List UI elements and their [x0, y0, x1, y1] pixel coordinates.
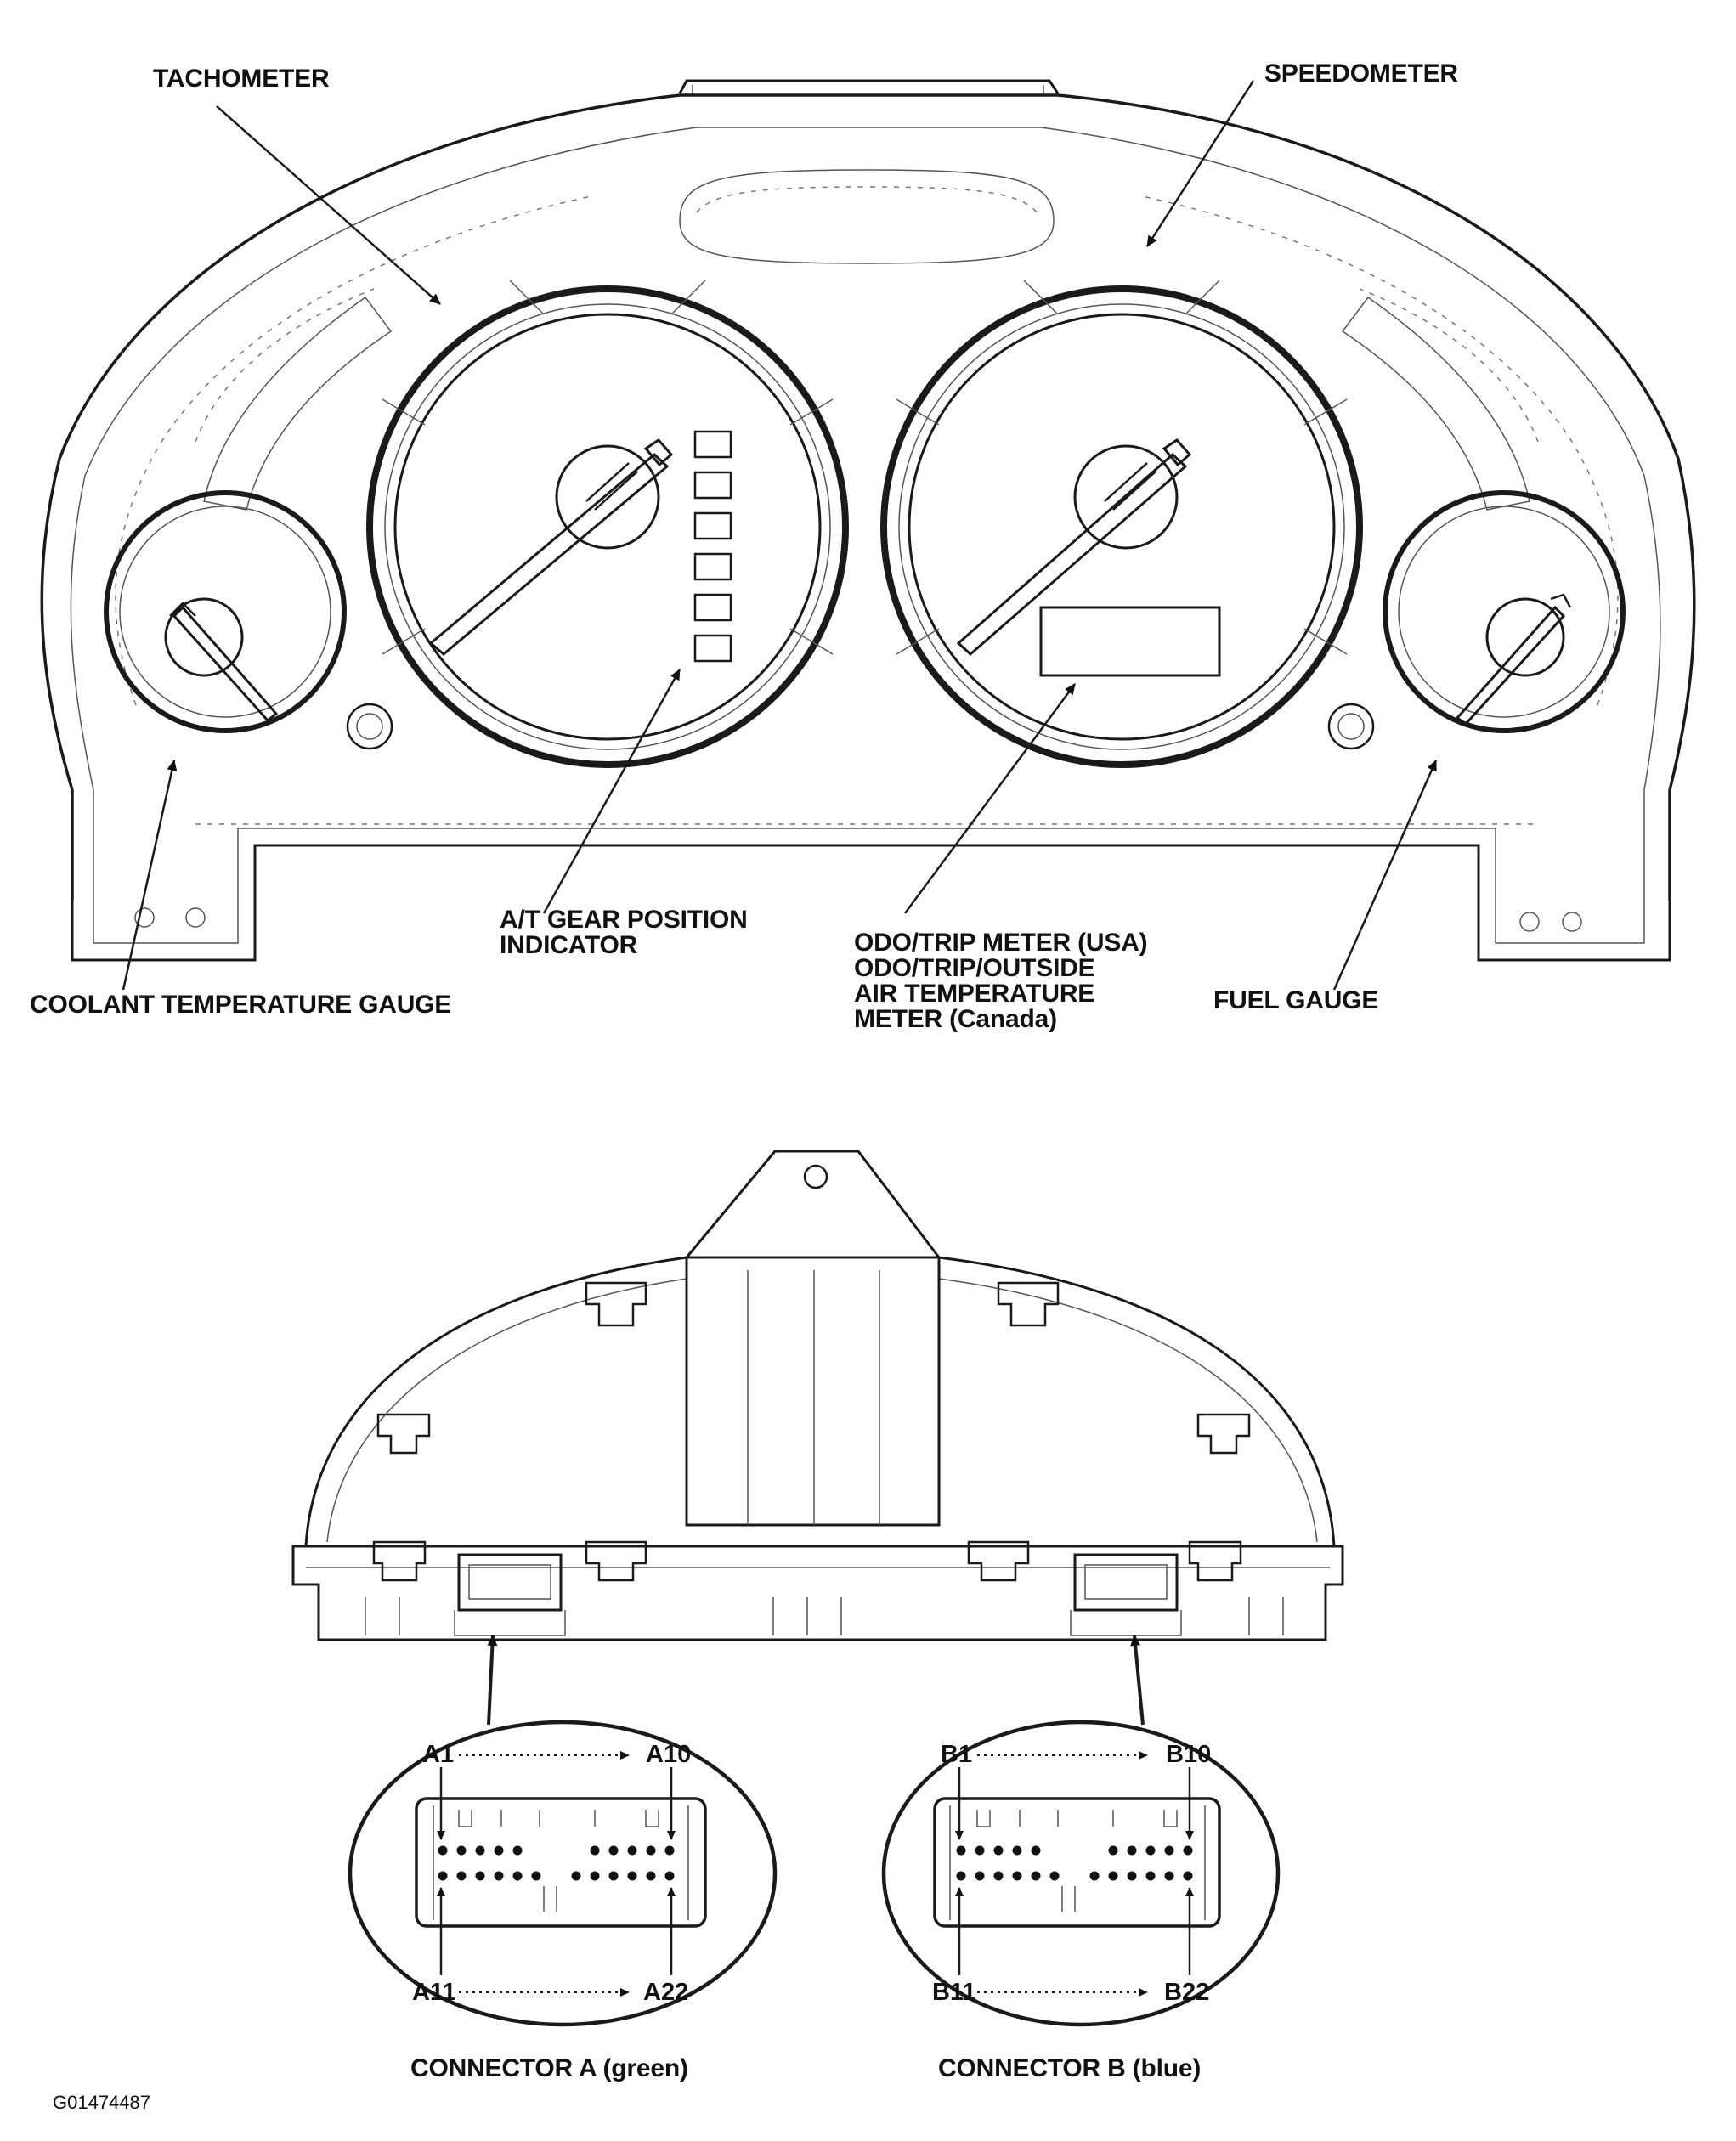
connector-b-pin-top-left: B1	[941, 1741, 973, 1768]
tachometer-label: TACHOMETER	[153, 65, 330, 93]
gear-indicator-line-2: INDICATOR	[500, 931, 638, 959]
odo-meter-line-2: ODO/TRIP/OUTSIDE	[854, 954, 1095, 982]
odo-meter-label: ODO/TRIP METER (USA) ODO/TRIP/OUTSIDE AI…	[854, 929, 1148, 1033]
cluster-front-view	[40, 79, 1696, 962]
connector-b-label: CONNECTOR B (blue)	[938, 2054, 1202, 2082]
connector-a-pin-top-right: A10	[646, 1741, 692, 1768]
connector-b-pin-bottom-right: B22	[1164, 1979, 1210, 2006]
gear-indicator-line-1: A/T GEAR POSITION	[500, 906, 748, 934]
coolant-gauge-label: COOLANT TEMPERATURE GAUGE	[30, 991, 452, 1019]
fuel-gauge-label: FUEL GAUGE	[1213, 986, 1379, 1014]
gear-indicator-label: A/T GEAR POSITION INDICATOR	[500, 907, 748, 958]
connector-b-socket	[1073, 1553, 1179, 1612]
speedometer-gauge	[880, 280, 1363, 768]
odo-meter-line-4: METER (Canada)	[854, 1005, 1057, 1033]
cluster-rear-view	[291, 1150, 1344, 1726]
odo-meter-line-1: ODO/TRIP METER (USA)	[854, 929, 1148, 957]
connector-b-closeup	[881, 1720, 1281, 2027]
fuel-gauge	[1383, 490, 1626, 733]
coolant-temperature-gauge	[104, 490, 347, 733]
odo-display-window	[1039, 606, 1221, 677]
odo-meter-line-3: AIR TEMPERATURE	[854, 980, 1095, 1008]
connector-a-pins	[438, 1845, 675, 1881]
gear-position-boxes	[693, 430, 732, 663]
connector-a-label: CONNECTOR A (green)	[410, 2054, 688, 2082]
tachometer-gauge	[366, 280, 849, 768]
callout-leader-lines	[122, 80, 1438, 991]
speedometer-label: SPEEDOMETER	[1264, 59, 1458, 88]
connector-b-pins	[956, 1845, 1193, 1881]
connector-a-pin-bottom-left: A11	[412, 1979, 456, 2006]
connector-a-pin-bottom-right: A22	[643, 1979, 689, 2006]
connector-a-closeup	[348, 1720, 778, 2027]
connector-b-pin-bottom-left: B11	[932, 1979, 976, 2006]
figure-id: G01474487	[53, 2092, 150, 2113]
connector-a-pin-top-left: A1	[422, 1741, 455, 1768]
connector-a-socket	[457, 1553, 563, 1612]
connector-b-pin-top-right: B10	[1166, 1741, 1212, 1768]
